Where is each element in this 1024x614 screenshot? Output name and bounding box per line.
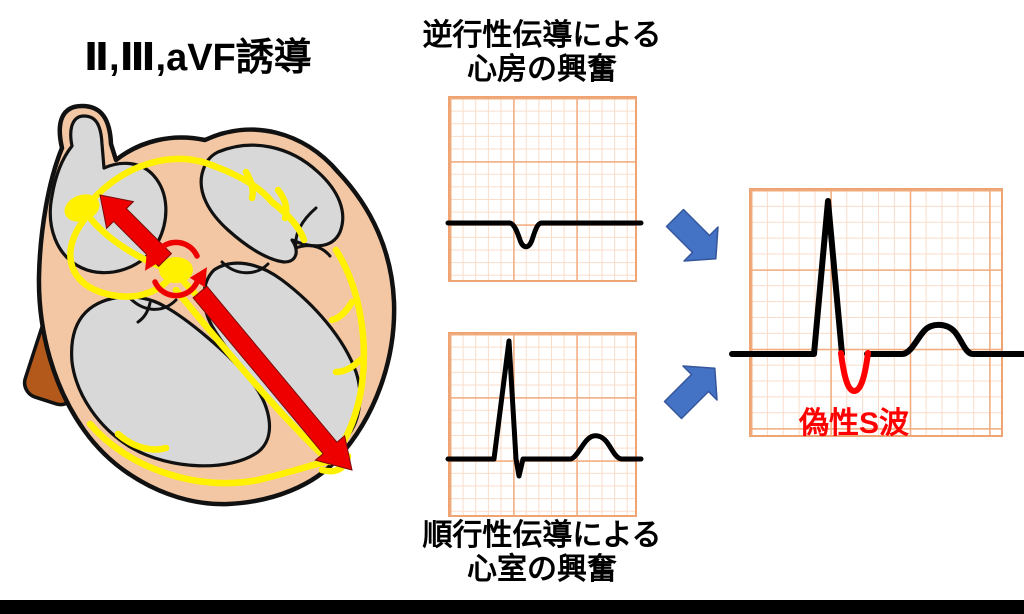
arrow-southeast-icon bbox=[665, 208, 719, 262]
ecg-trace-pseudo-s-wave bbox=[838, 350, 871, 394]
antegrade-excitation-arrow bbox=[192, 285, 353, 471]
ecg-trace-qrs-t bbox=[445, 338, 644, 479]
ecg-grid-antegrade bbox=[445, 332, 644, 517]
sa-node bbox=[64, 194, 100, 222]
ecg-grid-retrograde bbox=[445, 96, 644, 282]
antegrade-panel-label: 順行性伝導による 心室の興奮 bbox=[392, 519, 692, 587]
bottom-bar bbox=[0, 600, 1024, 614]
av-node bbox=[159, 257, 193, 283]
retrograde-panel-label: 逆行性伝導による 心房の興奮 bbox=[392, 19, 692, 87]
ecg-trace-combined-qrs bbox=[729, 198, 845, 357]
page-title: Ⅱ,Ⅲ,aVF誘導 bbox=[84, 37, 312, 79]
reentry-circuit-icon bbox=[145, 239, 207, 299]
ecg-trace-inverted-p bbox=[445, 220, 644, 250]
pseudo-s-wave-label: 偽性S波 bbox=[798, 407, 909, 440]
ecg-grid-combined bbox=[729, 188, 1024, 437]
antegrade-label-line2: 心室の興奮 bbox=[467, 553, 617, 586]
antegrade-label-line1: 順行性伝導による bbox=[422, 519, 662, 552]
retrograde-label-line2: 心房の興奮 bbox=[467, 53, 617, 86]
right-ventricle-chamber bbox=[70, 295, 272, 468]
retrograde-label-line1: 逆行性伝導による bbox=[422, 19, 662, 52]
arrow-northeast-icon bbox=[663, 365, 718, 420]
ecg-trace-combined-t bbox=[864, 321, 1024, 357]
